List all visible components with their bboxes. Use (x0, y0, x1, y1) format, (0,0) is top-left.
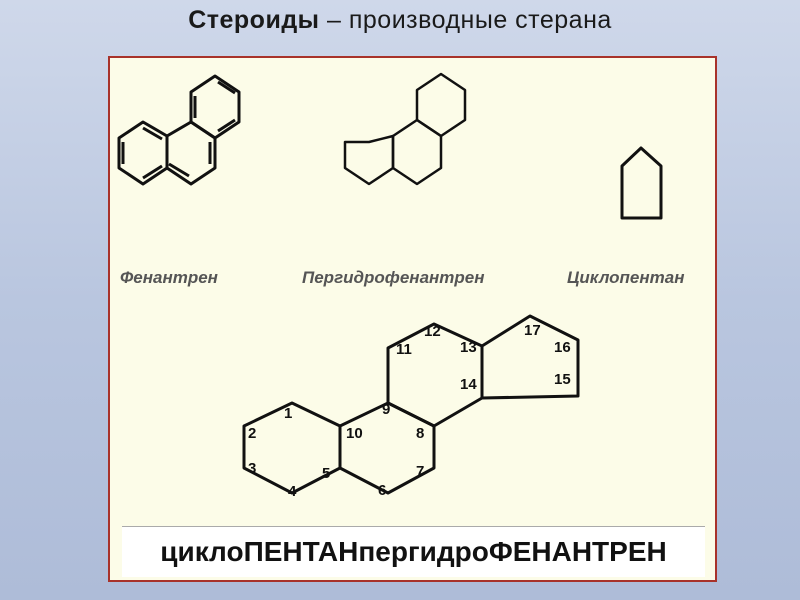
steran-number-11: 11 (396, 341, 412, 358)
steran-structure (242, 314, 580, 495)
steran-number-17: 17 (524, 322, 541, 339)
slide-title: Стероиды – производные стерана (0, 6, 800, 35)
steran-number-7: 7 (416, 463, 424, 480)
steran-number-5: 5 (322, 465, 330, 482)
steran-number-13: 13 (460, 339, 477, 356)
steran-number-2: 2 (248, 425, 256, 442)
title-rest: – производные стерана (319, 6, 612, 34)
steran-number-4: 4 (288, 483, 297, 500)
steran-number-8: 8 (416, 425, 424, 442)
label-phenanthrene: Фенантрен (120, 268, 218, 287)
steran-number-9: 9 (382, 401, 390, 418)
steran-number-6: 6 (378, 482, 386, 499)
steran-number-10: 10 (346, 425, 363, 442)
phenanthrene-structure (117, 74, 241, 186)
label-perhydrophenanthrene: Пергидрофенантрен (302, 268, 485, 287)
label-cyclopentane: Циклопентан (567, 268, 685, 287)
steran-name: циклоПЕНТАНпергидроФЕНАНТРЕН (160, 536, 667, 567)
steran-number-3: 3 (248, 460, 256, 477)
steran-name-box: циклоПЕНТАНпергидроФЕНАНТРЕН (122, 526, 705, 577)
steran-number-12: 12 (424, 323, 441, 340)
steran-number-1: 1 (284, 405, 292, 422)
steran-number-14: 14 (460, 376, 477, 393)
title-bold: Стероиды (188, 6, 320, 34)
perhydrophenanthrene-structure (343, 72, 467, 186)
steran-number-16: 16 (554, 339, 571, 356)
steran-number-15: 15 (554, 371, 571, 388)
cyclopentane-structure (620, 146, 663, 220)
